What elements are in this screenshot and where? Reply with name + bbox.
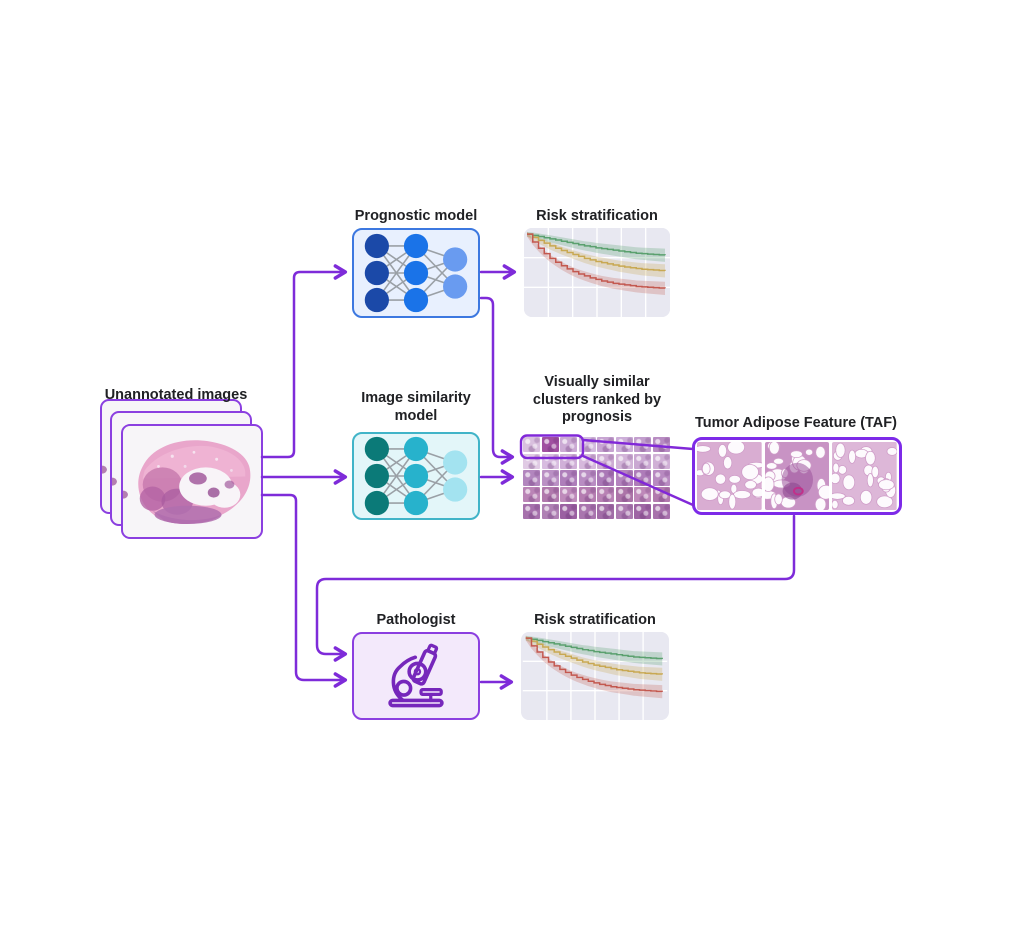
taf-patch-box	[692, 437, 902, 515]
taf-patch-1	[697, 442, 762, 510]
slide-card-front	[121, 424, 263, 539]
kaplan-meier-chart	[522, 632, 668, 720]
cluster-patch	[615, 503, 633, 519]
cluster-patch	[541, 503, 559, 519]
cluster-patch	[560, 437, 578, 453]
image-similarity-model-box	[352, 432, 480, 520]
cluster-patch	[523, 470, 541, 486]
cluster-patch	[597, 503, 615, 519]
cluster-patch	[560, 470, 578, 486]
cluster-patch	[652, 470, 670, 486]
neural-network-icon	[364, 233, 468, 313]
arrow-images-to-prognostic	[260, 264, 348, 459]
kaplan-meier-chart	[524, 228, 670, 317]
cluster-patch	[560, 487, 578, 503]
cluster-patch	[634, 470, 652, 486]
cluster-patch	[634, 487, 652, 503]
arrow-prognostic-to-clusters	[479, 296, 515, 465]
cluster-patch	[578, 487, 596, 503]
prognostic-model-label: Prognostic model	[354, 208, 478, 224]
cluster-patch	[597, 453, 615, 469]
cluster-patch	[634, 437, 652, 453]
cluster-patch	[652, 437, 670, 453]
cluster-patch	[560, 503, 578, 519]
histology-slide-image	[123, 426, 261, 537]
cluster-patch	[523, 487, 541, 503]
risk-stratification-bottom-label: Risk stratification	[534, 612, 656, 628]
cluster-patch	[615, 487, 633, 503]
microscope-icon	[388, 643, 444, 708]
cluster-patch	[541, 453, 559, 469]
cluster-patch	[578, 437, 596, 453]
cluster-patch	[652, 453, 670, 469]
cluster-patch	[523, 453, 541, 469]
arrow-images-to-pathologist	[260, 493, 348, 688]
cluster-patch	[615, 437, 633, 453]
cluster-patch	[634, 453, 652, 469]
similar-clusters-grid	[523, 437, 670, 519]
pathologist-box	[352, 632, 480, 720]
cluster-patch	[597, 470, 615, 486]
taf-patch-3	[832, 442, 898, 510]
unannotated-images-label: Unannotated images	[104, 387, 248, 403]
taf-patch-2	[764, 442, 830, 510]
neural-network-icon	[364, 436, 468, 516]
cluster-patch	[560, 453, 578, 469]
cluster-patch	[541, 470, 559, 486]
cluster-patch	[597, 437, 615, 453]
risk-chart-top	[524, 228, 670, 317]
prognostic-model-box	[352, 228, 480, 318]
risk-chart-bottom	[521, 632, 669, 720]
cluster-patch	[541, 437, 559, 453]
risk-stratification-top-label: Risk stratification	[536, 208, 658, 224]
visually-similar-clusters-label: Visually similar clusters ranked by prog…	[532, 374, 662, 425]
cluster-patch	[578, 503, 596, 519]
cluster-patch	[523, 437, 541, 453]
cluster-patch	[652, 487, 670, 503]
cluster-patch	[615, 453, 633, 469]
image-similarity-model-label: Image similarity model	[361, 390, 471, 424]
cluster-patch	[578, 470, 596, 486]
cluster-patch	[523, 503, 541, 519]
pathologist-label: Pathologist	[376, 612, 456, 628]
cluster-patch	[615, 470, 633, 486]
cluster-patch	[634, 503, 652, 519]
cluster-patch	[597, 487, 615, 503]
cluster-patch	[652, 503, 670, 519]
taf-label: Tumor Adipose Feature (TAF)	[695, 415, 897, 431]
cluster-patch	[578, 453, 596, 469]
cluster-patch	[541, 487, 559, 503]
